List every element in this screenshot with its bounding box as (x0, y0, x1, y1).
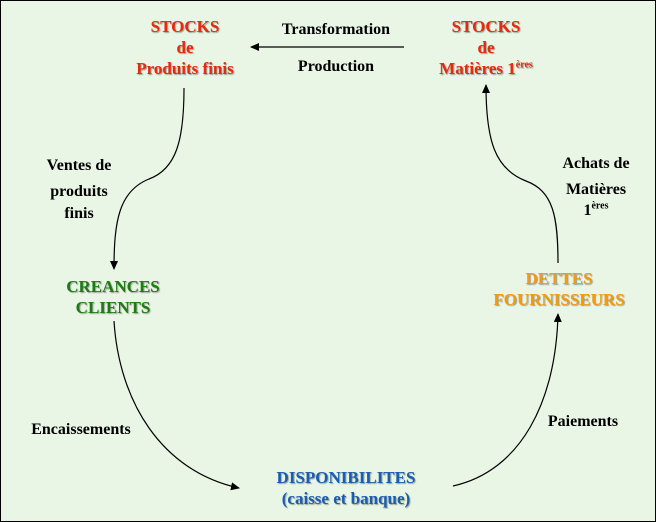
ventes-line-1: Ventes de (46, 157, 112, 174)
arrow-achats (482, 84, 559, 264)
transformation-label: Transformation (281, 21, 391, 38)
stocks-finis-line-1: STOCKS (150, 17, 220, 36)
stocks-matieres-line-3: Matières 1ères (421, 58, 551, 79)
dettes-fournisseurs-node: DETTES FOURNISSEURS (479, 268, 639, 310)
arrow-ventes (110, 87, 185, 270)
disponibilites-node: DISPONIBILITES (caisse et banque) (251, 467, 441, 509)
creances-line-2: CLIENTS (75, 298, 151, 317)
stocks-finis-line-3: Produits finis (136, 59, 234, 78)
creances-line-1: CREANCES (66, 277, 160, 296)
stocks-matieres-line-3-text: Matières 1 (439, 59, 516, 78)
creances-clients-node: CREANCES CLIENTS (43, 276, 183, 318)
stocks-produits-finis-node: STOCKS de Produits finis (115, 16, 255, 79)
arrow-encaissements (113, 320, 240, 491)
encaissements-label: Encaissements (31, 421, 131, 438)
production-label: Production (297, 58, 375, 75)
ventes-line-3: finis (64, 205, 94, 222)
stocks-matieres-line-2: de (477, 38, 495, 57)
achats-label: Achats de Matières 1ères (541, 151, 651, 219)
stocks-finis-line-2: de (176, 38, 194, 57)
disponibilites-line-1: DISPONIBILITES (276, 468, 416, 487)
ventes-line-2: produits (50, 183, 108, 200)
stocks-matieres-line-1: STOCKS (451, 17, 521, 36)
achats-line-1: Achats de (562, 155, 630, 172)
stocks-matieres-sup: ères (515, 59, 533, 71)
achats-line-3: 1ères (541, 200, 651, 219)
ventes-label: Ventes de produits finis (29, 153, 129, 223)
disponibilites-line-2: (caisse et banque) (281, 489, 411, 508)
achats-line-3-text: 1 (583, 202, 592, 219)
stocks-matieres-node: STOCKS de Matières 1ères (421, 16, 551, 79)
achats-sup: ères (591, 200, 609, 212)
arrow-paiements (452, 313, 562, 487)
achats-line-2: Matières (565, 181, 627, 198)
dettes-line-1: DETTES (525, 269, 593, 288)
paiements-label: Paiements (547, 413, 619, 430)
dettes-line-2: FOURNISSEURS (493, 290, 625, 309)
